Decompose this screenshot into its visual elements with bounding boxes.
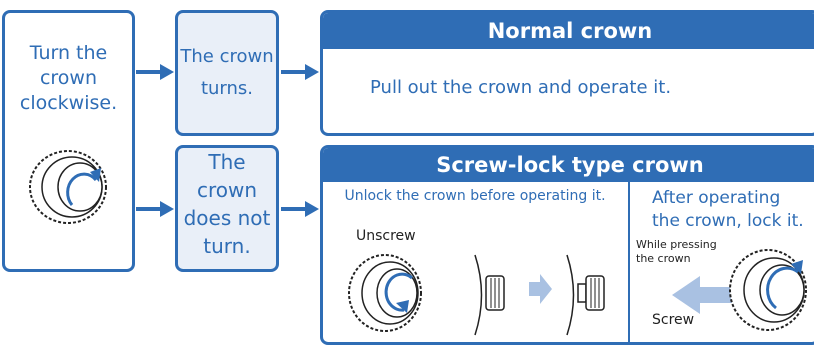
result-turns-line-2: turns.: [200, 78, 254, 99]
result-turns-line-1: The crown: [180, 46, 274, 67]
lock-instruction-line-2: the crown, lock it.: [652, 211, 804, 231]
start-text-line-3: clockwise.: [19, 92, 118, 114]
lock-clockwise-arrow-icon: [766, 266, 799, 310]
unscrew-label: Unscrew: [356, 228, 416, 244]
unlock-instruction: Unlock the crown before operating it.: [344, 188, 606, 204]
result-not-turn-line-3: does not: [183, 206, 271, 230]
flow-arrow-3: [281, 64, 319, 80]
result-turns-box: [175, 10, 279, 136]
while-pressing-line-1: While pressing: [636, 238, 717, 251]
start-text-line-2: crown: [39, 67, 98, 89]
clockwise-arrow-icon: [66, 172, 98, 206]
screw-label: Screw: [652, 312, 695, 328]
normal-crown-box: Normal crown: [320, 10, 814, 136]
transition-arrow-icon: [529, 274, 552, 304]
start-text-line-1: Turn the: [29, 42, 108, 64]
normal-crown-instruction: Pull out the crown and operate it.: [370, 77, 672, 98]
start-box: [2, 10, 135, 272]
flow-arrow-1: [136, 64, 174, 80]
crown-side-view-icon: [474, 254, 505, 336]
counterclockwise-arrow-icon: [384, 272, 413, 312]
result-not-turn-line-1: The: [208, 150, 246, 174]
result-not-turn-line-2: crown: [196, 178, 258, 202]
result-not-turn-line-4: turn.: [203, 234, 251, 258]
crown-side-view-pulled-icon: [566, 254, 605, 336]
screw-lock-divider: [628, 179, 630, 342]
flow-arrow-4: [281, 201, 319, 217]
result-not-turn-box: [175, 145, 279, 272]
normal-crown-title: Normal crown: [323, 13, 814, 49]
push-arrow-icon: [672, 276, 742, 314]
screw-lock-title: Screw-lock type crown: [323, 148, 814, 182]
flow-arrow-2: [136, 201, 174, 217]
while-pressing-line-2: the crown: [636, 252, 691, 265]
lock-instruction-line-1: After operating: [652, 188, 781, 208]
